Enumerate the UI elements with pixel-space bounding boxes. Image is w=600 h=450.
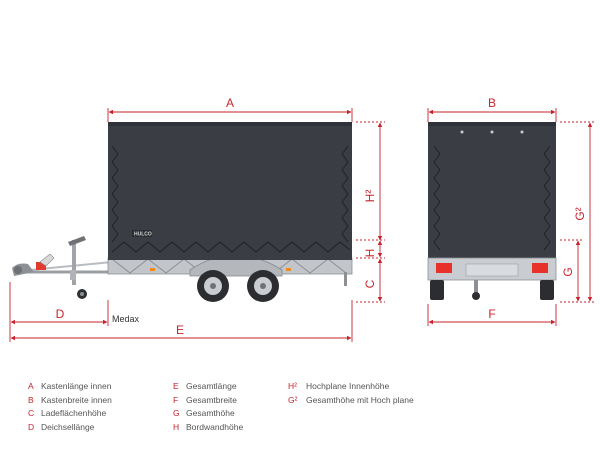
dimension-label-b: B [488, 96, 496, 110]
rear-support [344, 272, 347, 286]
rear-wheel-left [430, 280, 444, 300]
rear-view [427, 122, 557, 300]
rear-wheel-right [540, 280, 554, 300]
dimension-label-a: A [226, 96, 234, 110]
tail-light-left [436, 263, 452, 273]
rear-tarp-hooks [460, 130, 524, 134]
side-marker-light [286, 268, 291, 271]
dimension-label-d: D [56, 307, 65, 321]
dimension-label-e: E [176, 323, 184, 337]
dimension-lines [9, 108, 595, 342]
tarp-cover [108, 122, 352, 260]
rear-jockey-wheel [472, 292, 480, 300]
logo-text: HULCO [134, 232, 152, 238]
rear-tarp-lashing [433, 145, 551, 251]
tail-light-right [532, 263, 548, 273]
dimension-label-g2: G² [573, 207, 587, 220]
drawbar [12, 253, 113, 276]
logo [132, 230, 152, 237]
brand-label: Medax [112, 314, 140, 324]
rear-tarp-cover [428, 122, 556, 260]
dimension-label-g: G [561, 267, 575, 276]
wheel [197, 270, 229, 302]
dimension-label-f: F [488, 307, 495, 321]
tarp-lashing [111, 145, 351, 253]
trailer-dimension-diagram: HULCO [9, 96, 595, 342]
dimension-label-c: C [363, 279, 377, 288]
jockey-wheel [68, 236, 87, 299]
side-view: HULCO [12, 122, 353, 302]
side-marker-light [150, 268, 155, 271]
dimension-label-h: H [363, 249, 377, 258]
dimension-label-h2: H² [363, 190, 377, 203]
wheel [247, 270, 279, 302]
